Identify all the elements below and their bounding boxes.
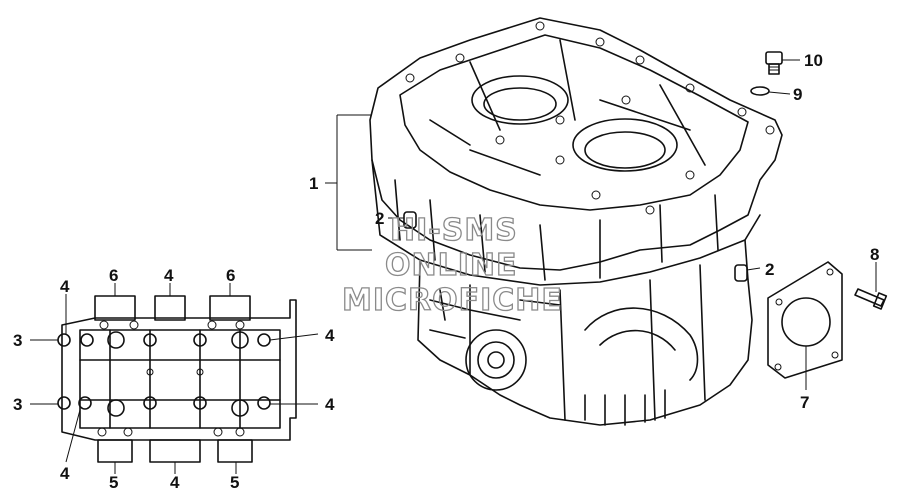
callout-4-inset-bottomleft: 4 bbox=[60, 464, 70, 483]
callout-6-left: 6 bbox=[109, 266, 118, 285]
callout-4-inset-right-upper: 4 bbox=[325, 326, 335, 345]
callout-10: 10 bbox=[804, 51, 823, 70]
lower-case-inset bbox=[57, 295, 297, 463]
watermark: HI-SMS ONLINE MICROFICHE bbox=[341, 212, 563, 318]
leader-lines bbox=[30, 59, 877, 474]
part-9-washer bbox=[750, 86, 770, 96]
watermark-line-3: MICROFICHE bbox=[342, 283, 563, 318]
callout-4-inset-topcenter: 4 bbox=[164, 266, 174, 285]
part-7-gasket bbox=[767, 261, 843, 379]
callout-6-right: 6 bbox=[226, 266, 235, 285]
callout-4-inset-right-lower: 4 bbox=[325, 395, 335, 414]
callout-4-inset-bottomcenter: 4 bbox=[170, 473, 180, 492]
callout-4-inset-topleft: 4 bbox=[60, 277, 70, 296]
callout-numbers: 1 2 2 3 3 4 4 4 4 4 4 5 5 6 6 7 8 9 10 bbox=[13, 51, 879, 492]
callout-2-left: 2 bbox=[375, 209, 384, 228]
callout-7: 7 bbox=[800, 393, 809, 412]
callout-3-lower: 3 bbox=[13, 395, 22, 414]
callout-1: 1 bbox=[309, 174, 318, 193]
watermark-line-2: ONLINE bbox=[385, 248, 518, 283]
callout-5-left: 5 bbox=[109, 473, 118, 492]
crankcase-assembly bbox=[369, 17, 783, 426]
part-10-plug bbox=[765, 51, 783, 75]
callout-8: 8 bbox=[870, 245, 879, 264]
part-8-screw bbox=[854, 288, 888, 310]
callout-9: 9 bbox=[793, 85, 802, 104]
callout-3-upper: 3 bbox=[13, 331, 22, 350]
watermark-line-1: HI-SMS bbox=[390, 213, 518, 248]
callout-5-right: 5 bbox=[230, 473, 239, 492]
callout-2-right: 2 bbox=[765, 260, 774, 279]
